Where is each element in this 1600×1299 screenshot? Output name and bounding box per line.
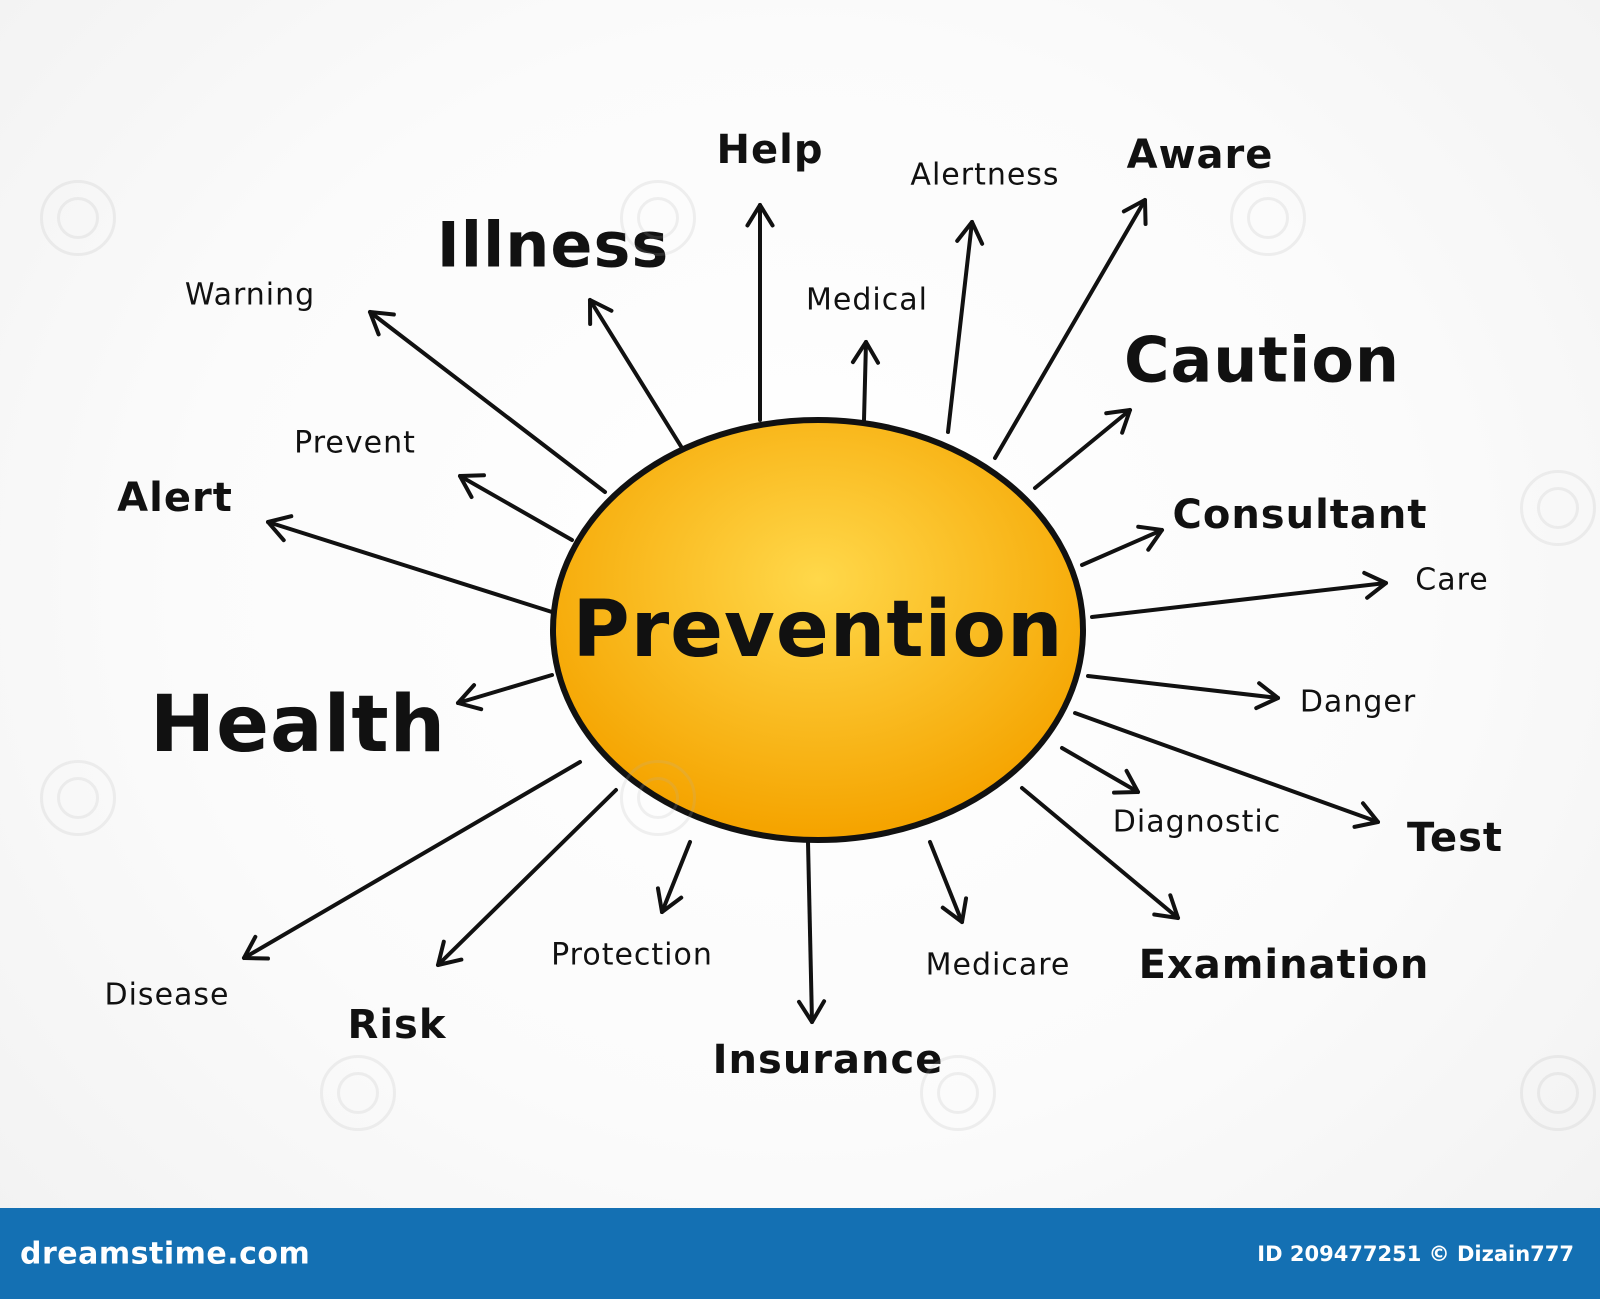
arrowhead-care: [1362, 570, 1388, 600]
watermark-footer: dreamstime.com ID 209477251 © Dizain777: [0, 1208, 1600, 1299]
arrow-warning: [368, 310, 607, 494]
arrowhead-consultant: [1136, 524, 1164, 552]
arrow-insurance: [806, 840, 814, 1024]
branch-label-medicare: Medicare: [925, 947, 1071, 983]
branch-label-prevent: Prevent: [294, 425, 416, 461]
arrowhead-insurance: [797, 999, 827, 1024]
branch-label-health: Health: [149, 680, 447, 770]
arrowhead-test: [1352, 801, 1380, 829]
arrow-alert: [266, 520, 554, 614]
footer-brand: dreamstime.com: [20, 1236, 311, 1271]
arrowhead-health: [456, 683, 484, 712]
watermark-swirl-icon: [920, 1055, 996, 1131]
arrowhead-alert: [266, 514, 294, 543]
arrow-medical: [862, 340, 868, 422]
arrowhead-risk: [436, 939, 464, 967]
branch-label-caution: Caution: [1123, 323, 1401, 397]
footer-credit: ID 209477251 © Dizain777: [1257, 1241, 1574, 1266]
arrow-illness: [588, 298, 684, 450]
arrow-diagnostic: [1060, 746, 1140, 794]
arrow-aware: [993, 198, 1147, 460]
arrowhead-alertness: [955, 220, 985, 246]
watermark-swirl-icon: [1520, 1055, 1596, 1131]
watermark-swirl-icon: [40, 760, 116, 836]
branch-label-warning: Warning: [184, 277, 316, 313]
arrow-danger: [1086, 674, 1280, 700]
arrowhead-protection: [655, 886, 684, 914]
center-node-circle: [550, 417, 1086, 843]
arrowhead-aware: [1121, 198, 1148, 226]
arrow-prevent: [458, 474, 574, 542]
arrowhead-medicare: [940, 896, 969, 924]
watermark-swirl-icon: [1520, 470, 1596, 546]
arrowhead-warning: [368, 310, 396, 337]
branch-label-consultant: Consultant: [1172, 492, 1428, 538]
watermark-swirl-icon: [1230, 180, 1306, 256]
arrow-care: [1090, 581, 1388, 619]
branch-label-diagnostic: Diagnostic: [1112, 804, 1282, 840]
branch-label-aware: Aware: [1126, 132, 1274, 178]
arrowhead-illness: [588, 298, 614, 326]
arrow-medicare: [928, 840, 964, 924]
branch-label-alertness: Alertness: [910, 157, 1060, 193]
watermark-swirl-icon: [320, 1055, 396, 1131]
arrow-group: [242, 198, 1388, 1024]
branch-label-danger: Danger: [1299, 684, 1417, 720]
arrowhead-prevent: [458, 473, 486, 500]
arrow-protection: [660, 840, 692, 914]
watermark-swirl-icon: [620, 760, 696, 836]
mind-map-canvas: [242, 198, 1388, 1024]
branch-label-insurance: Insurance: [712, 1037, 944, 1083]
arrow-test: [1073, 711, 1380, 824]
branch-label-test: Test: [1406, 815, 1504, 861]
arrowhead-examination: [1152, 893, 1180, 920]
arrow-health: [456, 673, 554, 705]
branch-label-protection: Protection: [551, 937, 713, 973]
branch-label-examination: Examination: [1138, 942, 1430, 988]
watermark-swirl-icon: [40, 180, 116, 256]
branch-label-alert: Alert: [117, 475, 233, 521]
arrowhead-disease: [242, 934, 270, 961]
arrow-caution: [1033, 408, 1132, 490]
arrowhead-caution: [1104, 408, 1132, 435]
arrowhead-medical: [850, 340, 881, 365]
branch-label-disease: Disease: [104, 977, 230, 1013]
branch-label-help: Help: [716, 127, 824, 173]
center-node-label: Prevention: [572, 585, 1064, 675]
arrow-disease: [242, 760, 582, 960]
arrowhead-danger: [1254, 681, 1280, 711]
arrow-alertness: [946, 220, 974, 434]
arrow-consultant: [1080, 528, 1164, 567]
watermark-swirl-icon: [620, 180, 696, 256]
arrow-risk: [436, 788, 618, 967]
branch-label-risk: Risk: [347, 1002, 447, 1048]
branch-label-medical: Medical: [806, 282, 928, 318]
arrow-examination: [1020, 786, 1180, 920]
arrowhead-help: [745, 203, 775, 228]
arrowhead-diagnostic: [1112, 768, 1140, 795]
branch-label-care: Care: [1415, 562, 1489, 598]
